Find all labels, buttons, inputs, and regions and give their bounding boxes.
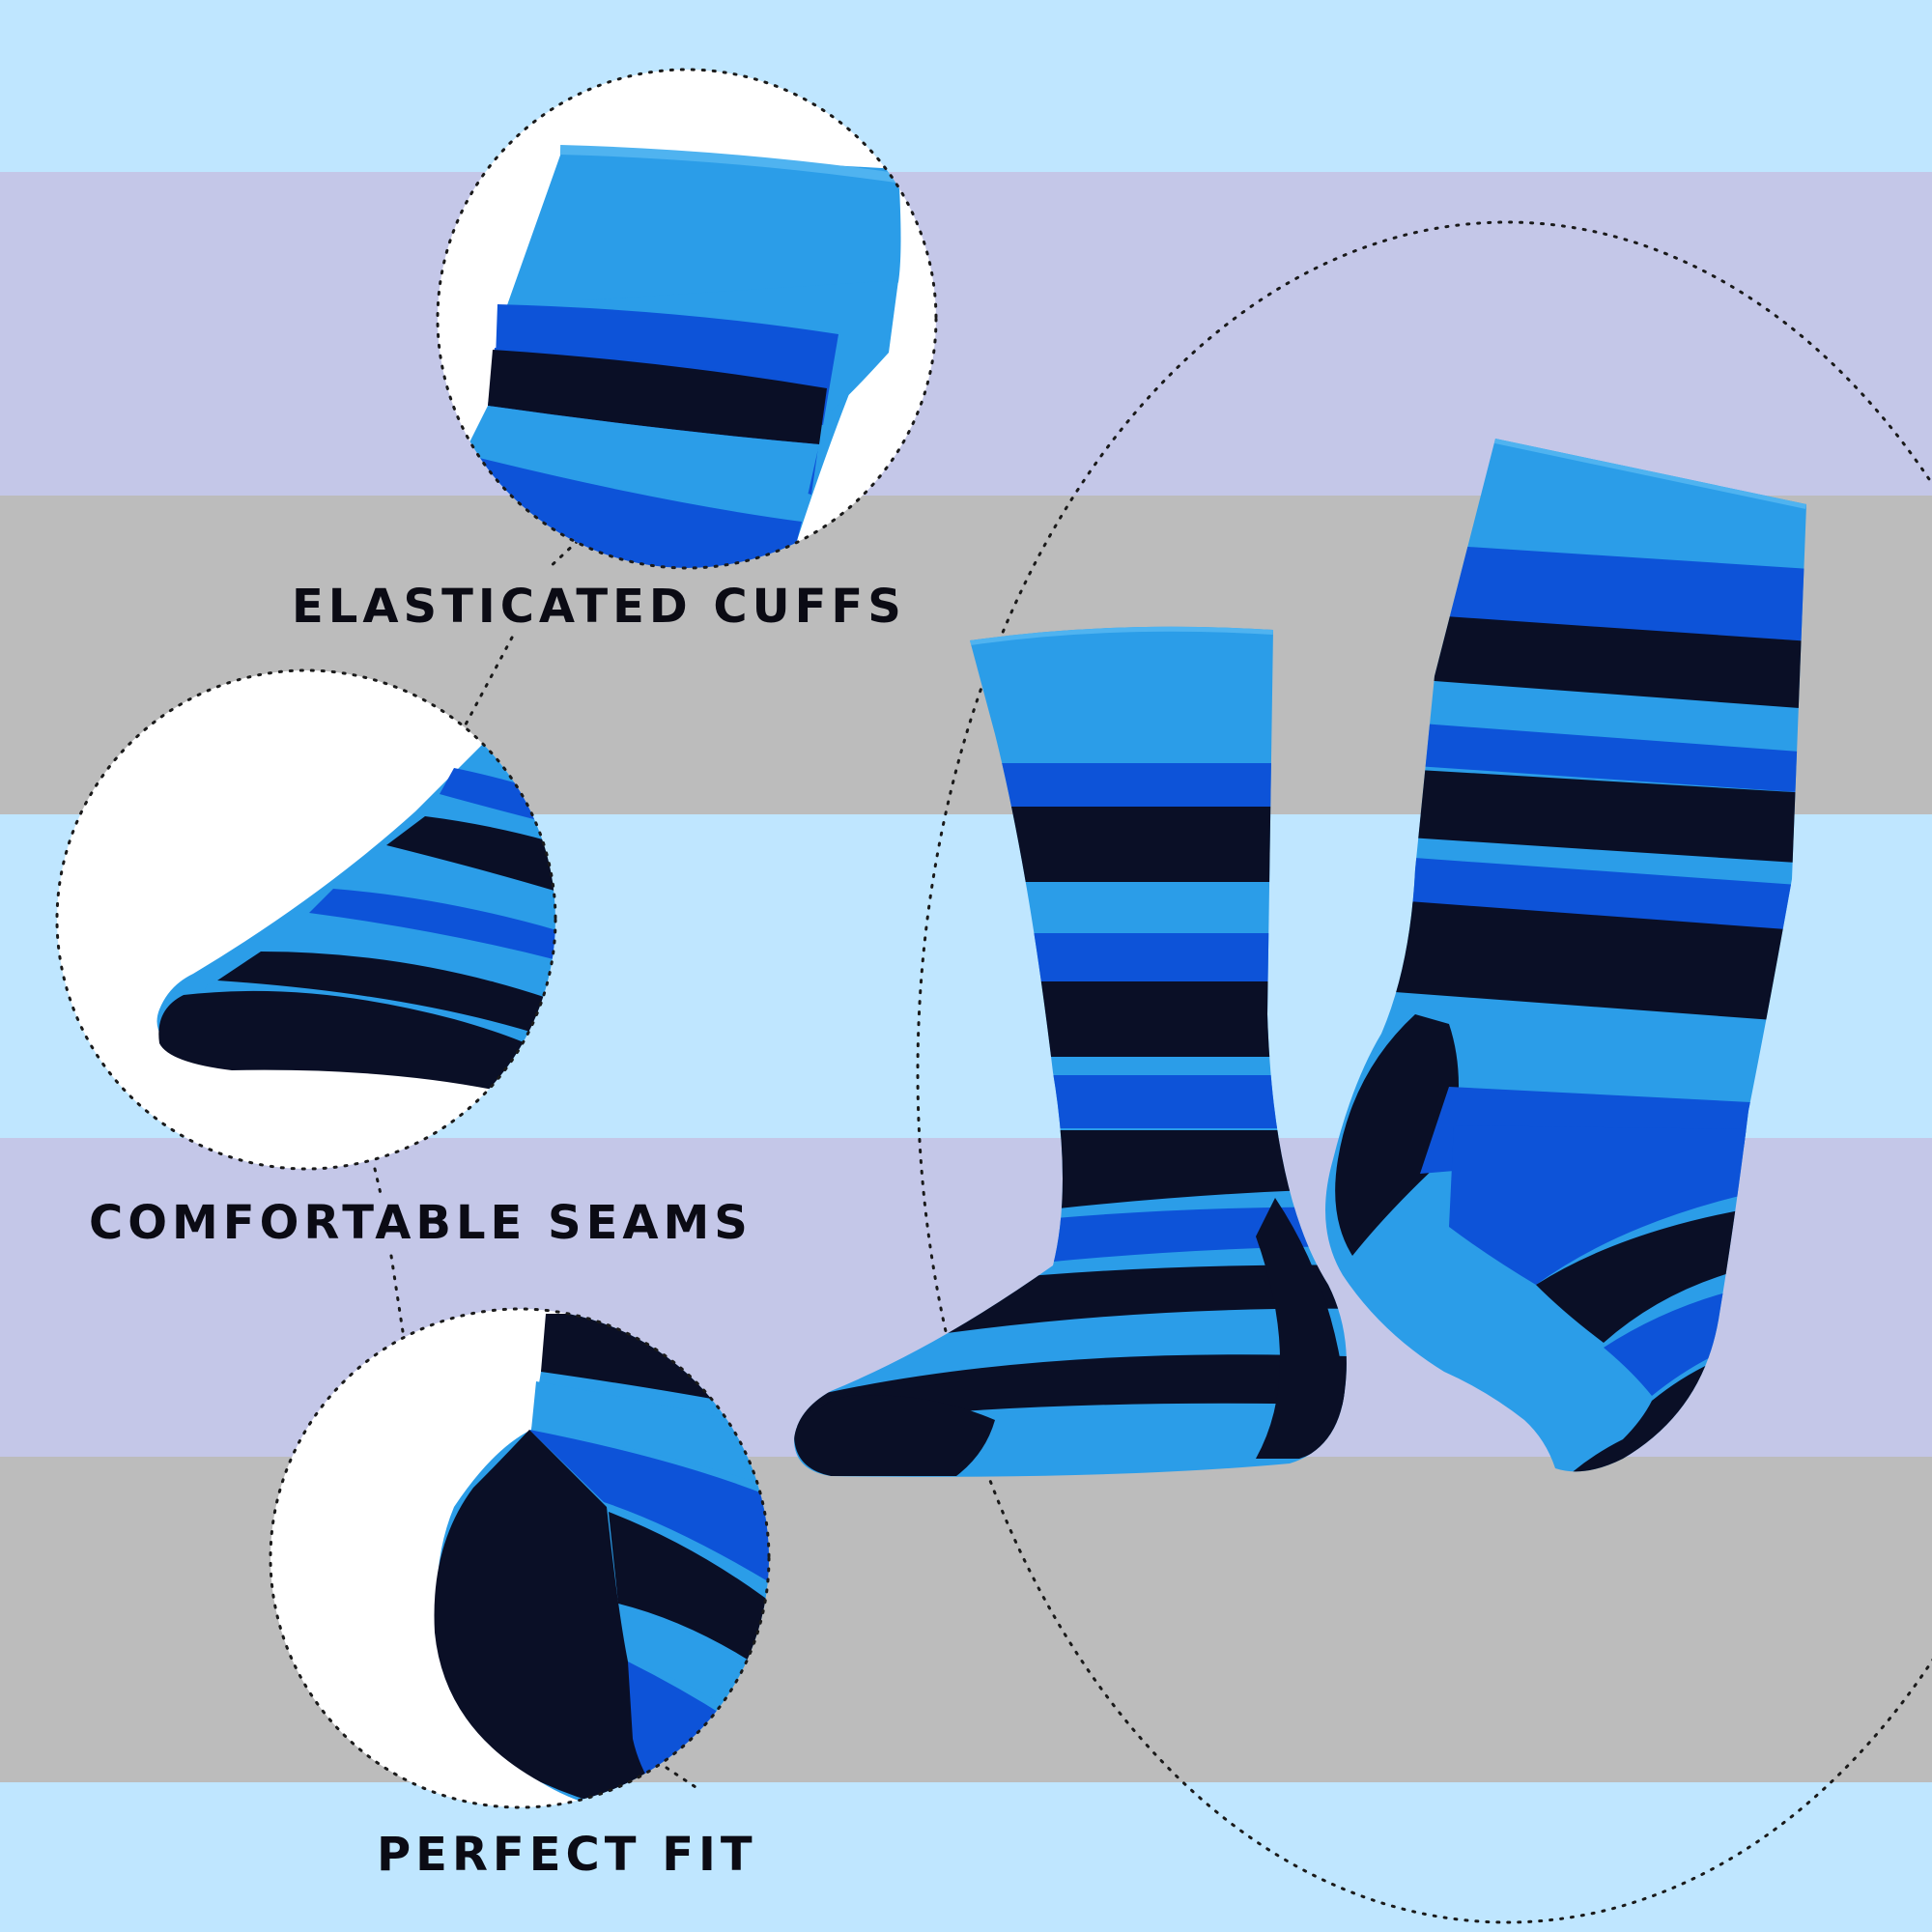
band-lavender: [0, 172, 1932, 496]
connector: [545, 539, 580, 572]
band-light-blue: [0, 0, 1932, 172]
feature-label-comfortable-seams: COMFORTABLE SEAMS: [89, 1196, 753, 1250]
circle-outline: [55, 668, 557, 1171]
connector: [389, 1254, 406, 1340]
heel-detail-circle: [269, 1307, 771, 1809]
cuff-detail-circle: [436, 68, 938, 570]
cuff-closeup-image: [444, 145, 904, 568]
circle-outline: [269, 1307, 771, 1809]
heel-closeup-image: [434, 1314, 769, 1807]
dotted-ellipse: [916, 220, 1932, 1924]
band-light-blue: [0, 1782, 1932, 1932]
dotted-connectors: [373, 539, 697, 1789]
feature-label-elasticated-cuffs: ELASTICATED CUFFS: [292, 580, 906, 634]
feature-label-perfect-fit: PERFECT FIT: [377, 1828, 757, 1882]
circle-outline: [436, 68, 938, 570]
